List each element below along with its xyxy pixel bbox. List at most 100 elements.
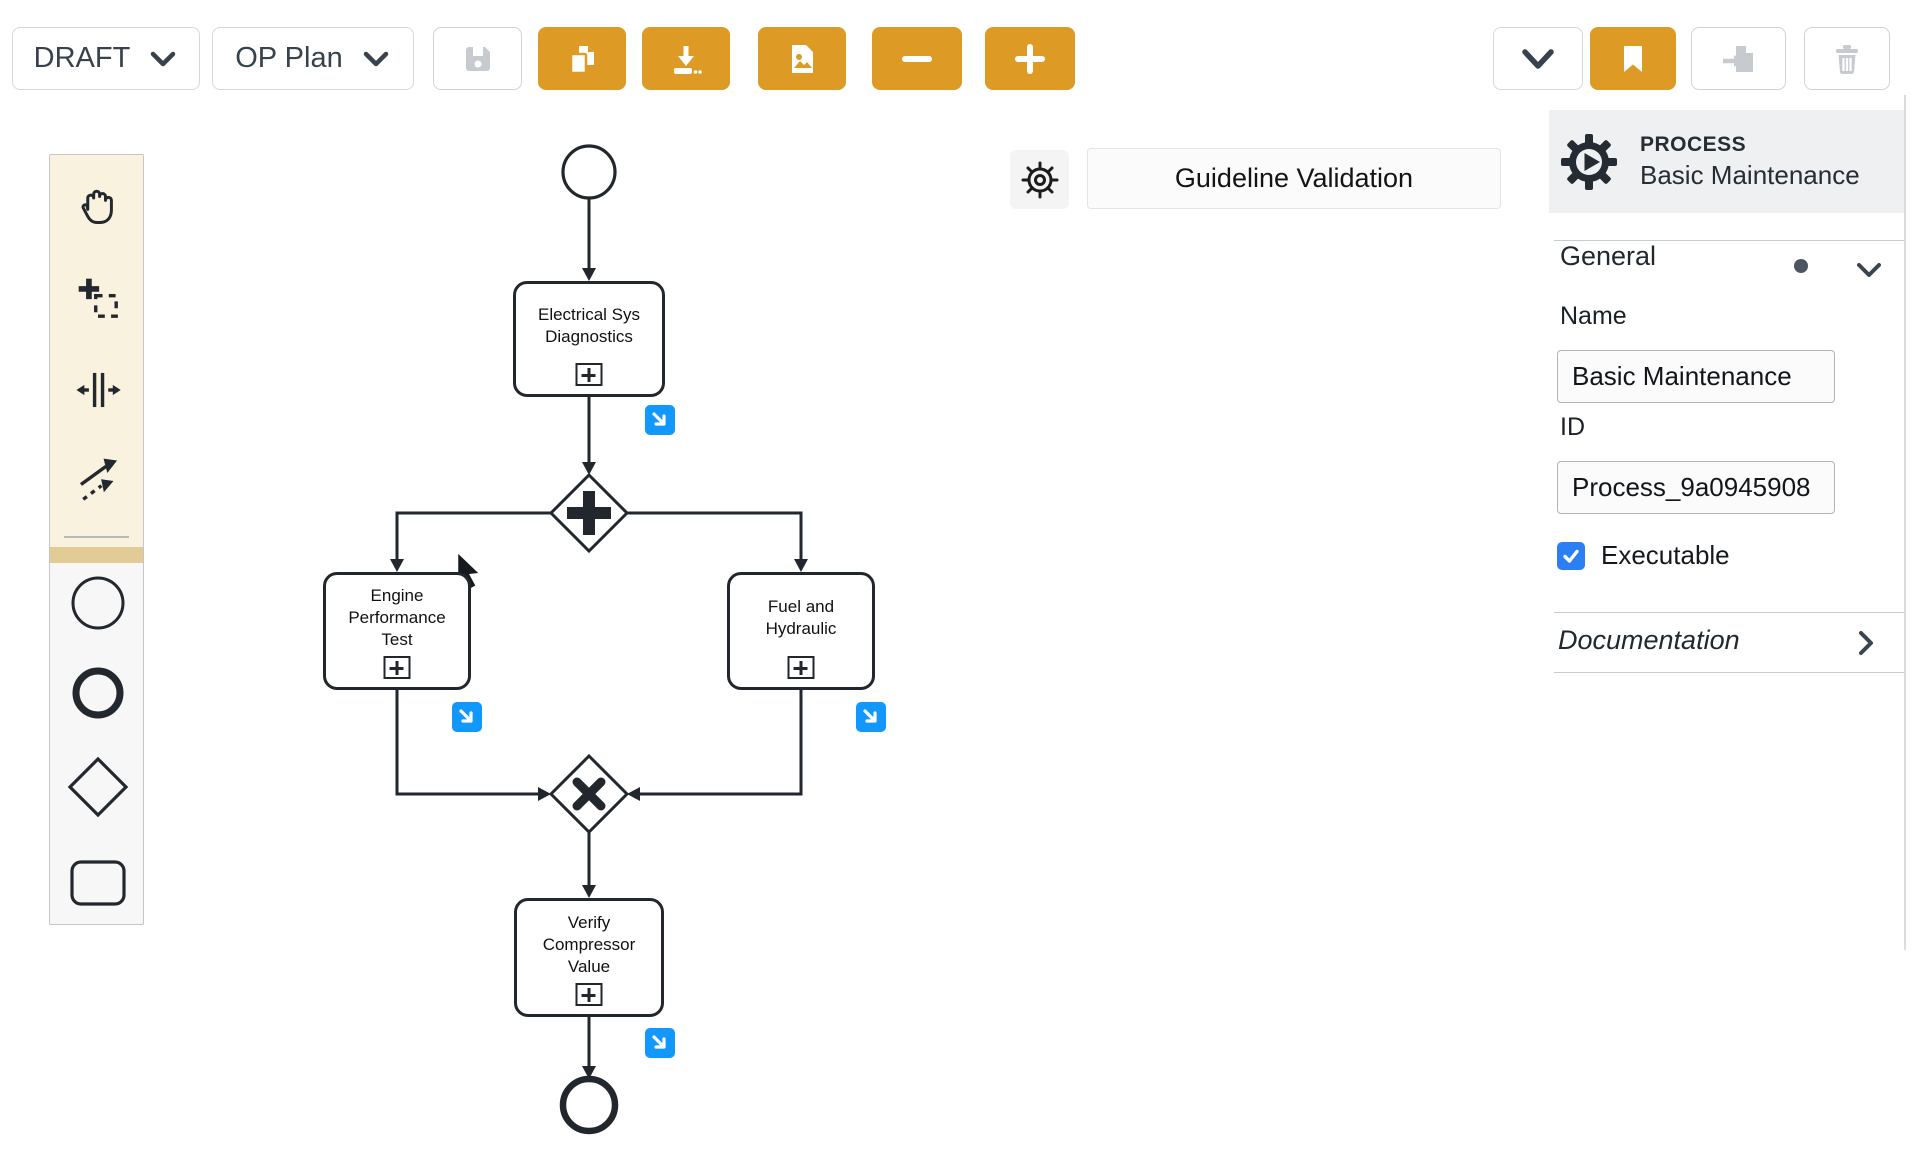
bookmark-ribbon-icon bbox=[1624, 45, 1642, 72]
drilldown-badge[interactable] bbox=[645, 1028, 675, 1058]
space-tool-icon bbox=[75, 372, 121, 408]
trash-can-icon bbox=[1836, 44, 1858, 74]
drilldown-badge[interactable] bbox=[645, 405, 675, 435]
palette-tools-group bbox=[50, 155, 143, 547]
southeast-arrow-icon bbox=[652, 1035, 666, 1049]
id-input[interactable] bbox=[1557, 461, 1835, 514]
export-image-button[interactable] bbox=[758, 27, 846, 90]
palette-separator bbox=[64, 536, 129, 538]
task-engine-performance-test[interactable]: Engine Performance Test bbox=[323, 572, 471, 690]
lasso-tool-icon bbox=[78, 278, 118, 318]
flow-arrowheads bbox=[390, 268, 808, 1079]
task-electrical-sys-diagnostics[interactable]: Electrical Sys Diagnostics bbox=[513, 281, 665, 397]
name-field-label: Name bbox=[1560, 302, 1627, 330]
properties-panel: PROCESS Basic Maintenance General Name I… bbox=[1549, 95, 1904, 1154]
id-field-label: ID bbox=[1560, 413, 1585, 441]
bookmark-button[interactable] bbox=[1590, 27, 1676, 90]
task-label: Verify Compressor Value bbox=[542, 912, 636, 976]
chevron-down-icon bbox=[151, 51, 176, 66]
plus-icon bbox=[1015, 43, 1045, 74]
plan-dropdown[interactable]: OP Plan bbox=[212, 27, 414, 90]
status-dropdown[interactable]: DRAFT bbox=[12, 27, 200, 90]
checkmark-icon bbox=[1563, 549, 1579, 563]
minus-icon bbox=[902, 55, 932, 62]
task-label: Electrical Sys Diagnostics bbox=[537, 305, 641, 346]
sequence-flow[interactable] bbox=[640, 690, 803, 796]
tool-palette bbox=[49, 154, 144, 925]
subprocess-marker[interactable] bbox=[575, 363, 603, 386]
create-task[interactable] bbox=[50, 843, 145, 923]
zoom-in-button[interactable] bbox=[985, 27, 1075, 90]
southeast-arrow-icon bbox=[863, 709, 877, 723]
drilldown-badge[interactable] bbox=[856, 702, 886, 732]
collapse-panel-button[interactable] bbox=[1493, 27, 1583, 90]
create-gateway[interactable] bbox=[50, 747, 145, 827]
section-status-dot bbox=[1794, 259, 1808, 273]
sequence-flow[interactable] bbox=[627, 511, 803, 559]
executable-label: Executable bbox=[1601, 540, 1730, 570]
subprocess-marker[interactable] bbox=[787, 656, 815, 679]
copy-pages-icon bbox=[569, 45, 594, 74]
southeast-arrow-icon bbox=[459, 709, 473, 723]
validation-settings-button[interactable] bbox=[1010, 150, 1069, 209]
floppy-disk-icon bbox=[465, 46, 490, 71]
lasso-tool[interactable] bbox=[50, 263, 145, 333]
task-verify-compressor-value[interactable]: Verify Compressor Value bbox=[514, 898, 664, 1017]
create-start-event[interactable] bbox=[50, 563, 145, 643]
properties-panel-header: PROCESS Basic Maintenance bbox=[1549, 110, 1904, 213]
status-dropdown-label: DRAFT bbox=[33, 42, 131, 74]
file-import-arrow-icon bbox=[1722, 45, 1753, 72]
zoom-out-button[interactable] bbox=[872, 27, 962, 90]
start-event[interactable] bbox=[561, 144, 617, 200]
hand-tool-icon bbox=[81, 189, 113, 224]
end-event[interactable] bbox=[559, 1075, 619, 1135]
name-input[interactable] bbox=[1557, 350, 1835, 403]
subprocess-marker[interactable] bbox=[575, 983, 603, 1006]
connect-tool-icon bbox=[79, 458, 117, 501]
element-type-label: PROCESS bbox=[1640, 132, 1747, 156]
hand-tool[interactable] bbox=[50, 171, 145, 241]
connect-tool[interactable] bbox=[50, 445, 145, 515]
sequence-flow[interactable] bbox=[395, 690, 538, 796]
deploy-button[interactable] bbox=[1691, 27, 1786, 90]
plus-marker bbox=[567, 491, 611, 535]
end-event-icon bbox=[72, 667, 123, 719]
guideline-validation-label: Guideline Validation bbox=[1174, 163, 1414, 193]
gateway-icon bbox=[67, 756, 128, 818]
exclusive-gateway[interactable] bbox=[548, 753, 630, 835]
task-fuel-and-hydraulic[interactable]: Fuel and Hydraulic bbox=[727, 572, 875, 690]
chevron-down-icon[interactable] bbox=[1855, 261, 1883, 279]
plan-dropdown-label: OP Plan bbox=[235, 42, 343, 74]
general-section-title: General bbox=[1560, 241, 1657, 271]
gear-icon bbox=[1021, 161, 1058, 198]
process-gear-play-icon bbox=[1561, 133, 1617, 190]
parallel-gateway[interactable] bbox=[548, 472, 630, 554]
southeast-arrow-icon bbox=[652, 412, 666, 426]
task-label: Fuel and Hydraulic bbox=[765, 597, 837, 638]
sequence-flow[interactable] bbox=[395, 511, 551, 559]
subprocess-marker[interactable] bbox=[383, 656, 411, 679]
x-marker bbox=[572, 777, 606, 811]
executable-checkbox[interactable] bbox=[1557, 542, 1585, 570]
task-icon bbox=[69, 860, 126, 906]
section-divider bbox=[1554, 672, 1904, 673]
chevron-down-icon bbox=[363, 51, 388, 66]
drilldown-badge[interactable] bbox=[452, 702, 482, 732]
palette-grip[interactable] bbox=[50, 547, 143, 563]
chevron-right-icon[interactable] bbox=[1857, 629, 1875, 657]
delete-button[interactable] bbox=[1804, 27, 1890, 90]
guideline-validation-button[interactable]: Guideline Validation bbox=[1087, 148, 1501, 209]
create-end-event[interactable] bbox=[50, 653, 145, 733]
download-tray-icon bbox=[674, 45, 702, 74]
section-divider bbox=[1554, 240, 1904, 241]
space-tool[interactable] bbox=[50, 355, 145, 425]
element-name-label: Basic Maintenance bbox=[1640, 159, 1860, 190]
download-button[interactable] bbox=[642, 27, 730, 90]
start-event-icon bbox=[71, 576, 124, 630]
copy-button[interactable] bbox=[538, 27, 626, 90]
save-button[interactable] bbox=[433, 27, 522, 90]
image-file-icon bbox=[792, 44, 813, 73]
panel-scrollbar-track[interactable] bbox=[1904, 95, 1906, 950]
